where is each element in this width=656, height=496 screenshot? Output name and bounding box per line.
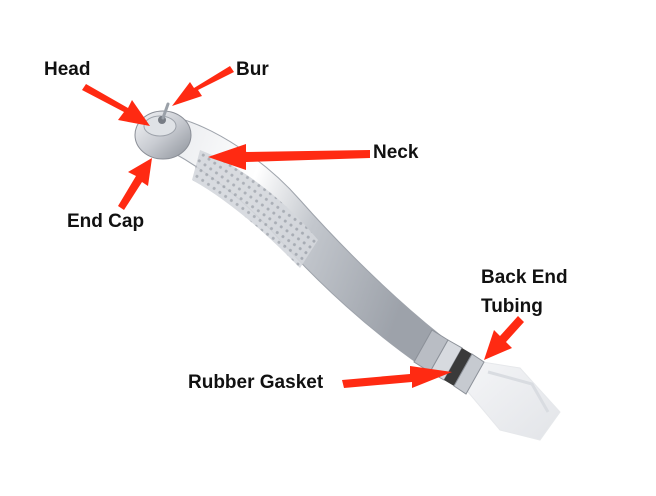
arrow-end-cap [118,158,152,210]
neck-knurled-section [192,150,318,268]
label-bur: Bur [236,59,269,80]
label-neck: Neck [373,142,419,163]
label-rubber-gasket: Rubber Gasket [188,372,324,393]
label-end-cap: End Cap [67,211,145,232]
back-end-tubing [467,359,561,441]
arrow-bur [172,66,234,106]
rubber-gasket-ring [444,348,472,386]
handpiece-head [134,110,192,160]
arrow-neck [208,144,370,170]
arrow-rubber-gasket [342,366,452,388]
label-head: Head [44,59,91,80]
label-back-end-line2: Tubing [481,296,543,317]
bur [161,102,170,120]
label-back-end-line1: Back End [481,267,568,288]
arrow-back-end-tubing [484,316,524,360]
arrow-head [82,84,150,126]
